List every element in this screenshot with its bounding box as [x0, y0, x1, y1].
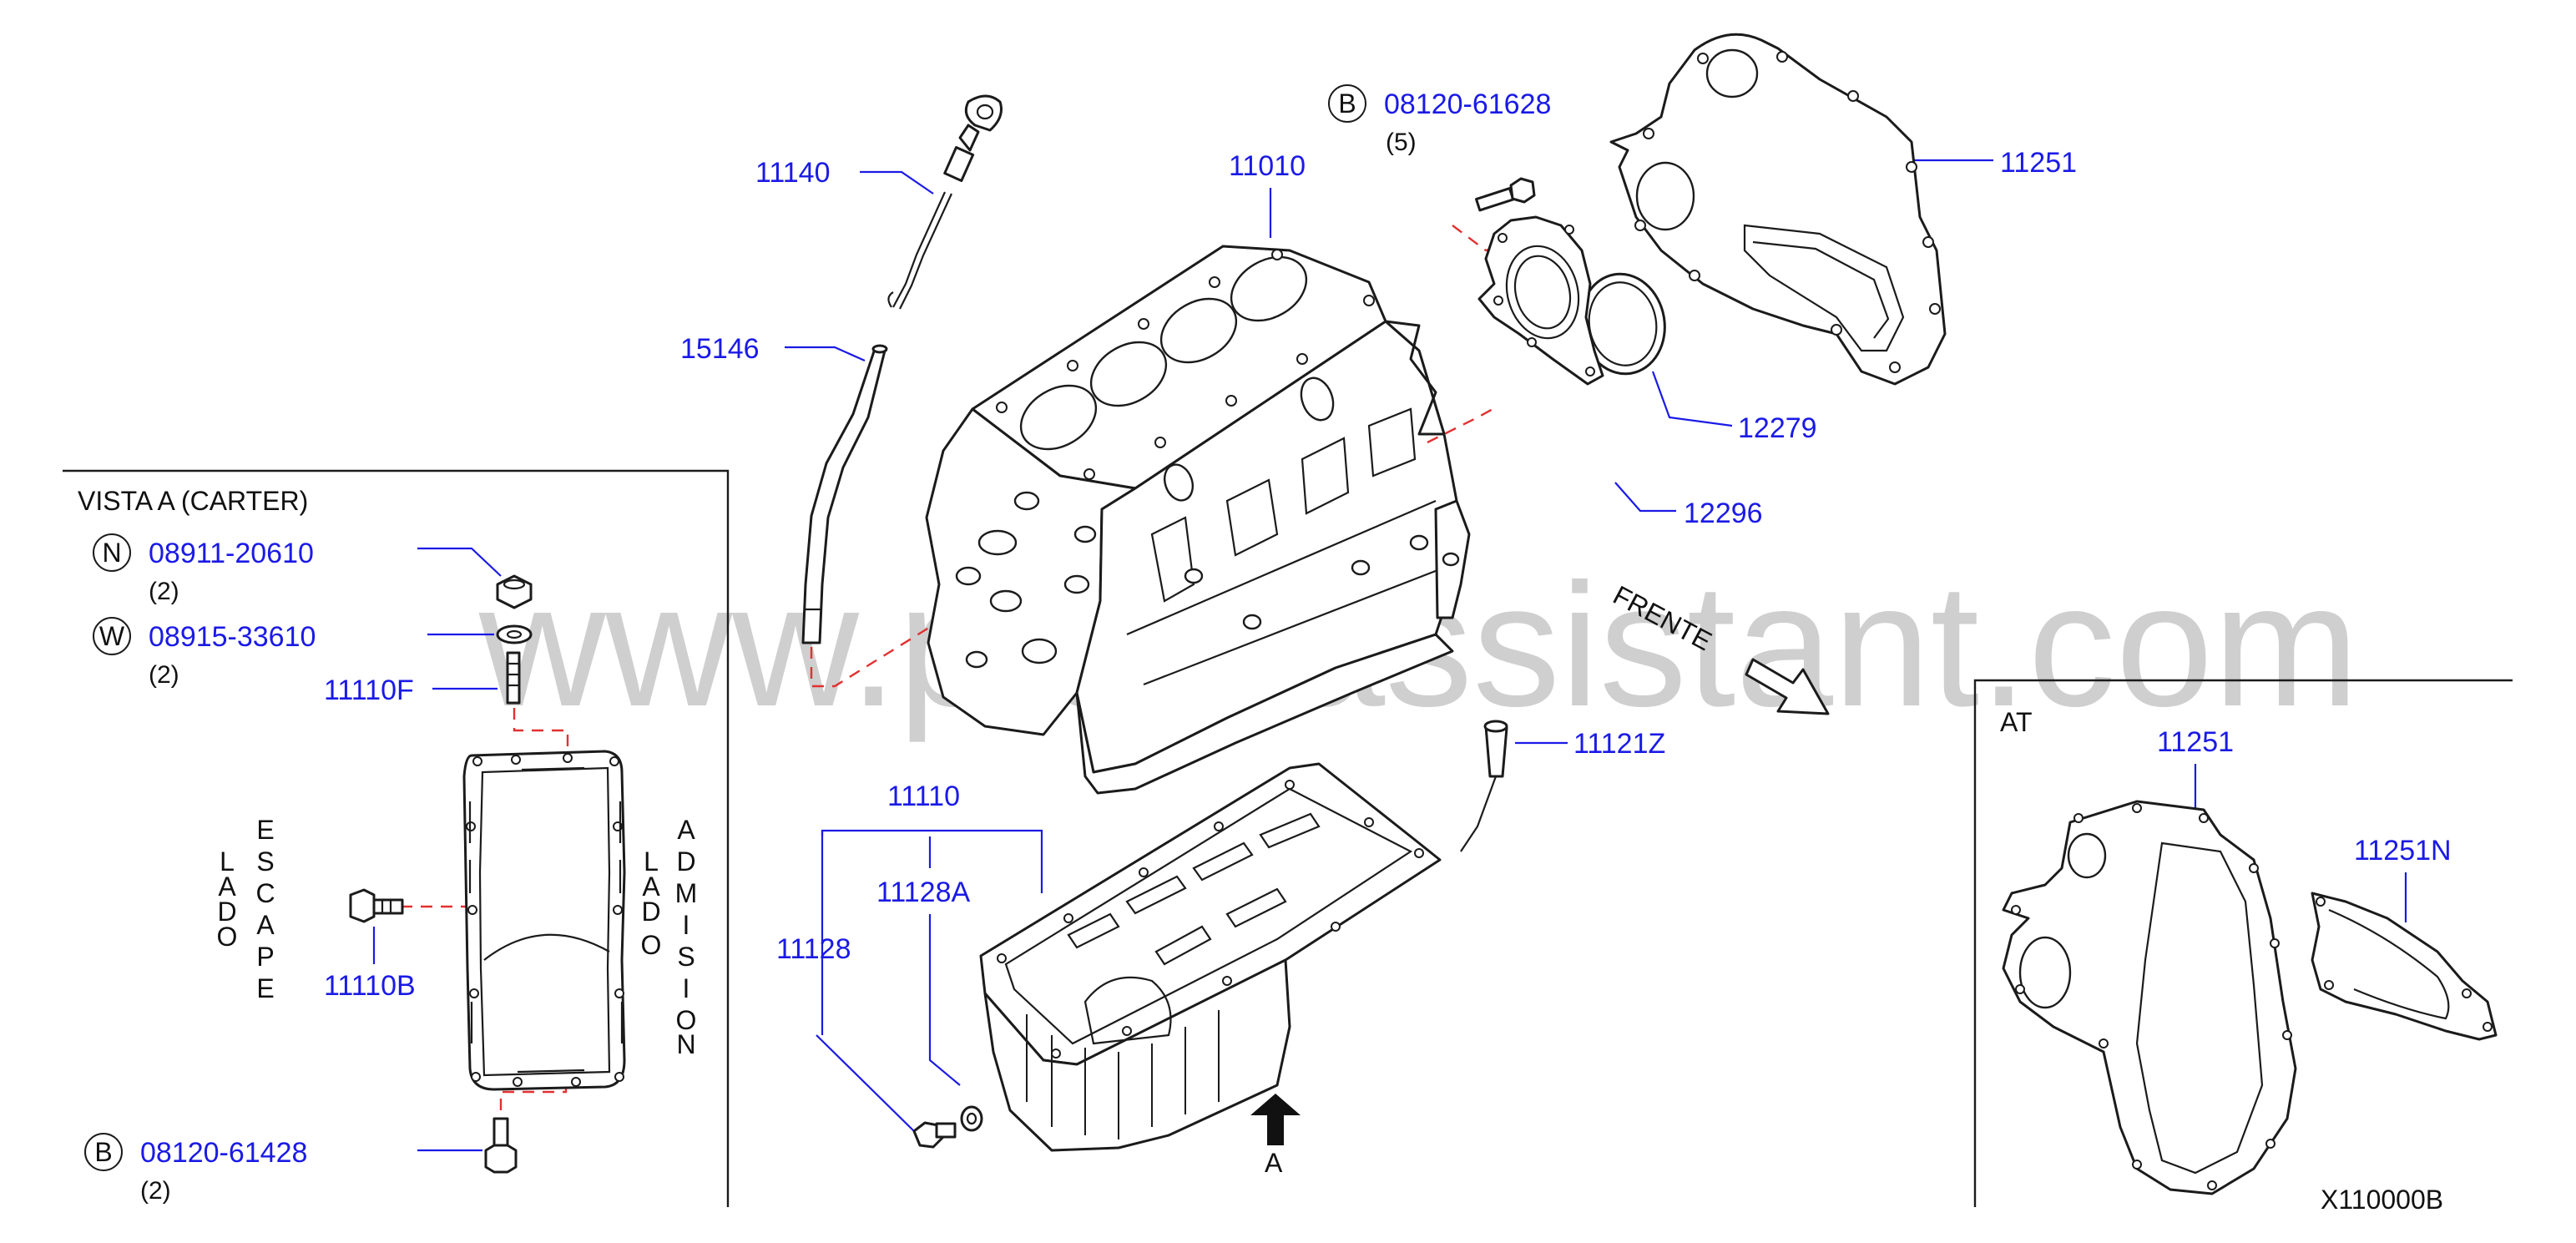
nut-icon — [496, 574, 533, 609]
svg-text:L: L — [220, 846, 235, 877]
bottom-bolt-badge-circle — [84, 1133, 123, 1171]
nut-part-number[interactable]: 08911-20610 — [149, 538, 314, 569]
callout-11121Z[interactable]: 11121Z — [1573, 728, 1665, 760]
svg-text:D: D — [676, 846, 695, 877]
washer-icon — [496, 624, 533, 644]
leader-12296 — [1614, 482, 1676, 513]
bolt-b-badge-circle — [1328, 84, 1366, 123]
view-a-arrow-icon — [1250, 1094, 1301, 1145]
at-rear-plate — [2002, 800, 2297, 1195]
dipstick — [887, 94, 1003, 310]
leader-11128A — [928, 914, 961, 1086]
rear-plate — [1609, 33, 1947, 386]
bottom-bolt-icon — [484, 1117, 518, 1174]
leader-15146 — [785, 346, 866, 362]
svg-text:O: O — [217, 922, 238, 952]
washer-qty: (2) — [149, 661, 179, 689]
svg-text:I: I — [683, 973, 690, 1003]
bolt-part-number[interactable]: 11110B — [324, 970, 416, 1002]
at-panel: AT 11251 11251N — [1973, 679, 2513, 1207]
svg-text:O: O — [641, 930, 662, 960]
svg-text:I: I — [683, 910, 690, 940]
drain-washer-icon — [960, 1105, 983, 1132]
callout-08120-61628[interactable]: 08120-61628 — [1384, 88, 1551, 120]
at-callout-11251N[interactable]: 11251N — [2354, 835, 2452, 867]
dipstick-tube — [801, 344, 888, 644]
at-callout-11251[interactable]: 11251 — [2157, 726, 2234, 758]
view-a-arrow-label: A — [1265, 1148, 1283, 1178]
callout-12296[interactable]: 12296 — [1684, 498, 1763, 529]
leader-11128 — [816, 1034, 915, 1132]
callout-11251[interactable]: 11251 — [2000, 147, 2077, 179]
bottom-bolt-part-number[interactable]: 08120-61428 — [140, 1137, 307, 1169]
washer-part-number[interactable]: 08915-33610 — [149, 621, 316, 653]
drain-plug-icon — [912, 1121, 957, 1149]
svg-text:C: C — [255, 878, 275, 908]
rear-bolt-icon — [1475, 177, 1536, 212]
svg-text:P: P — [256, 942, 274, 972]
bottom-bolt-qty: (2) — [140, 1177, 171, 1205]
callout-15146[interactable]: 15146 — [680, 333, 760, 365]
svg-text:E: E — [256, 815, 274, 845]
bottom-bolt-badge: B — [94, 1137, 112, 1167]
svg-text:A: A — [218, 872, 236, 902]
svg-text:A: A — [677, 815, 695, 845]
at-frame — [1973, 679, 2513, 1207]
svg-text:L: L — [644, 846, 659, 877]
view-a-title: VISTA A (CARTER) — [78, 486, 308, 516]
nut-qty: (2) — [149, 578, 179, 605]
nut-badge: N — [102, 538, 121, 568]
nut-leader — [417, 547, 502, 577]
callout-11010[interactable]: 11010 — [1229, 150, 1306, 182]
oil-pan — [979, 762, 1442, 1152]
lado-escape-label: L A D O E S C A P E — [217, 815, 275, 1003]
svg-text:A: A — [642, 872, 660, 902]
leader-11140 — [860, 170, 934, 195]
svg-text:S: S — [677, 942, 695, 972]
at-cover-plate — [2311, 892, 2498, 1041]
callout-11110[interactable]: 11110 — [887, 781, 960, 812]
callout-11128[interactable]: 11128 — [776, 933, 851, 965]
leader-12279 — [1651, 371, 1733, 427]
callout-12279[interactable]: 12279 — [1738, 412, 1817, 444]
washer-badge-circle — [93, 617, 131, 655]
callout-11128A[interactable]: 11128A — [876, 877, 970, 908]
view-a-panel: VISTA A (CARTER) N 08911-20610 (2) W 089… — [63, 469, 730, 1207]
qty-08120-61628: (5) — [1386, 129, 1417, 156]
nut-badge-circle — [93, 533, 131, 572]
lado-admision-label: L A D O A D M I S I O N — [641, 815, 698, 1059]
frente-arrow-icon — [1745, 658, 1830, 715]
cylinder-block — [925, 245, 1471, 795]
svg-text:D: D — [217, 897, 236, 927]
washer-badge: W — [99, 621, 125, 651]
svg-text:N: N — [676, 1029, 695, 1059]
view-a-frame — [63, 469, 730, 1207]
svg-text:D: D — [641, 897, 660, 927]
seal-retainer — [1477, 215, 1604, 386]
side-bolt-icon — [349, 888, 404, 923]
callout-11140[interactable]: 11140 — [755, 157, 831, 189]
diagram-code: X110000B — [2321, 1185, 2443, 1215]
svg-text:S: S — [256, 846, 274, 877]
svg-text:E: E — [256, 973, 274, 1003]
svg-text:A: A — [256, 910, 275, 940]
stud-icon — [506, 651, 521, 705]
tube-dash-leader — [810, 462, 1195, 688]
oil-pan-gasket — [462, 750, 626, 1091]
stud-dash-leader — [513, 708, 569, 755]
block-dash-leader — [1427, 406, 1497, 444]
stud-part-number[interactable]: 11110F — [324, 675, 414, 706]
bolt-b-badge: B — [1338, 88, 1356, 119]
svg-text:O: O — [676, 1005, 697, 1035]
oil-level-gauge — [1460, 720, 1508, 852]
at-title: AT — [2000, 707, 2033, 737]
svg-text:M: M — [675, 878, 698, 908]
